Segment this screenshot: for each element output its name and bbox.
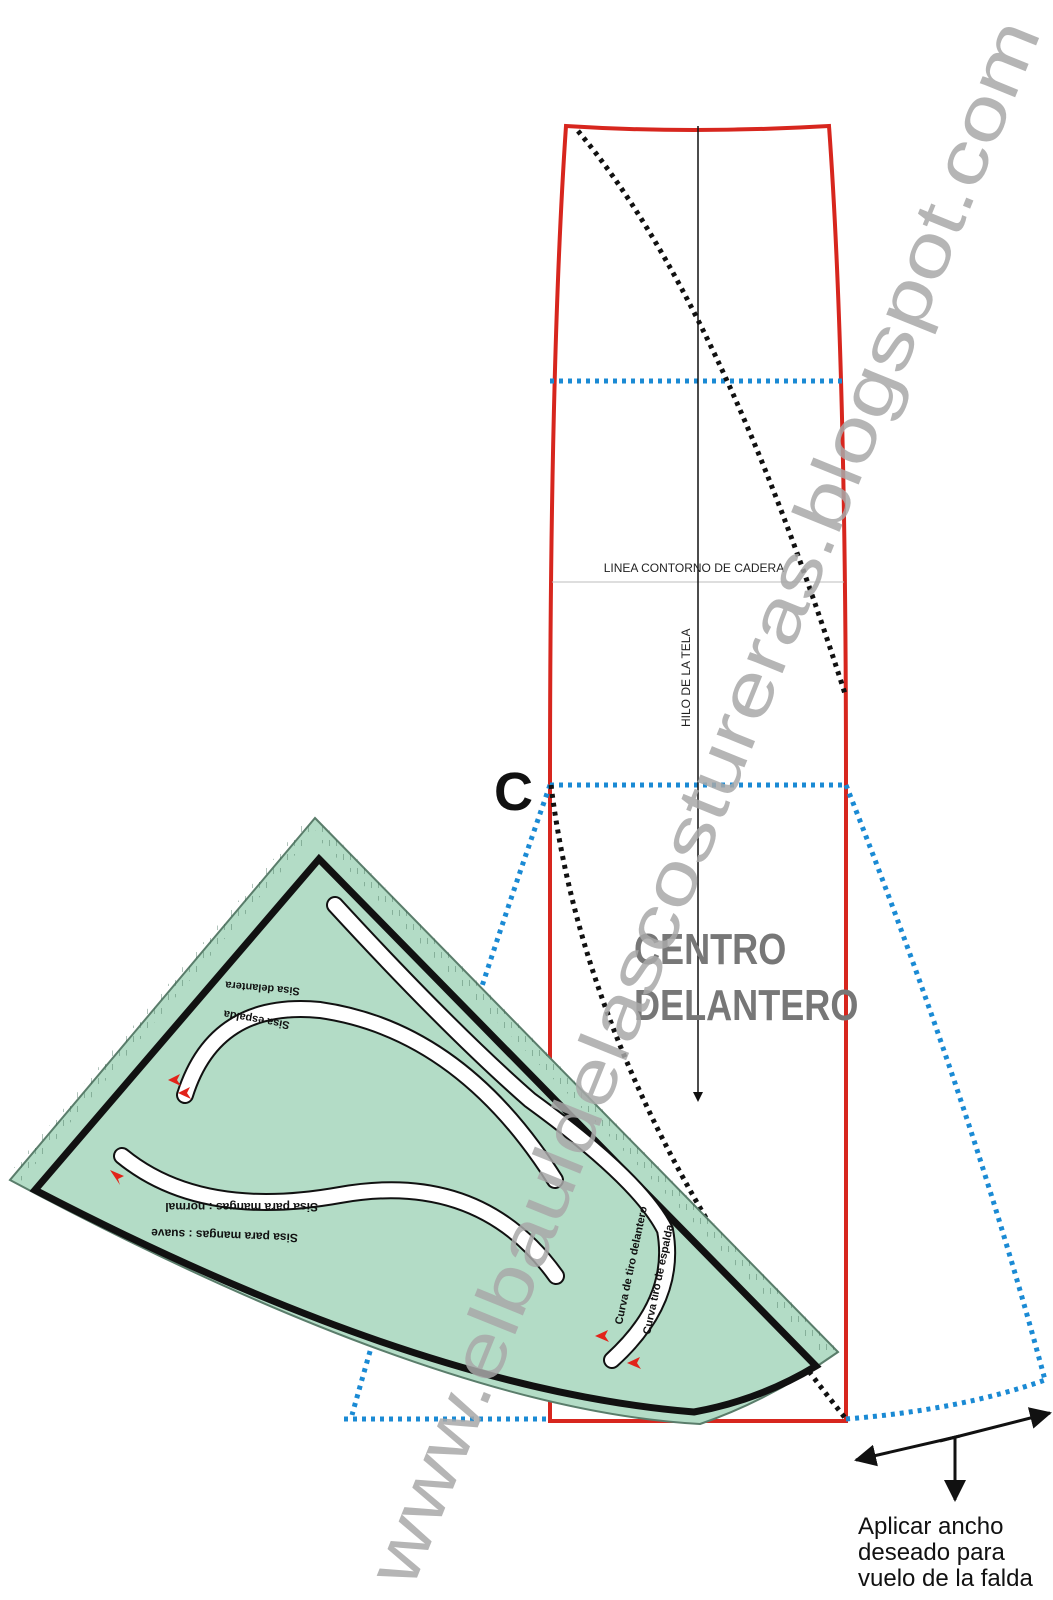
ruler-body bbox=[8, 816, 840, 1426]
center-front-label-1: CENTRO bbox=[634, 925, 786, 974]
hem-right-line bbox=[845, 1377, 1046, 1422]
french-curve-ruler: Sisa delantera Sisa espalda Sisa para ma… bbox=[8, 816, 840, 1426]
ruler-scale-edge bbox=[313, 825, 840, 1361]
sleeve-soft-label: Sisa para mangas : suave bbox=[151, 1226, 298, 1245]
slot-armhole-inner bbox=[178, 1002, 562, 1187]
marker-arrow-1 bbox=[168, 1074, 181, 1086]
center-front-label-2: DELANTERO bbox=[634, 981, 858, 1030]
ruler-scale-edge-left bbox=[10, 821, 316, 1181]
slot-sleeve-inner bbox=[115, 1149, 563, 1283]
marker-arrow-4 bbox=[595, 1330, 609, 1342]
point-c-label: C bbox=[494, 762, 533, 822]
marker-arrow-5 bbox=[627, 1357, 641, 1369]
sleeve-normal-label: Sisa para mangas : normal bbox=[165, 1200, 318, 1214]
slot-straight-inner bbox=[328, 898, 675, 1367]
flare-instruction-note: Aplicar ancho deseado para vuelo de la f… bbox=[858, 1513, 1033, 1592]
marker-arrow-3 bbox=[110, 1170, 124, 1185]
marker-arrow-2 bbox=[178, 1087, 191, 1099]
flare-arrow-right bbox=[939, 1407, 1052, 1443]
grain-line-label: HILO DE LA TELA bbox=[679, 629, 693, 728]
skirt-outline bbox=[548, 123, 848, 1423]
right-flare-line bbox=[843, 784, 1048, 1381]
hip-line-label: LINEA CONTORNO DE CADERA bbox=[604, 561, 784, 575]
ruler-inner-border bbox=[29, 853, 822, 1416]
bias-curve-top bbox=[576, 129, 849, 698]
